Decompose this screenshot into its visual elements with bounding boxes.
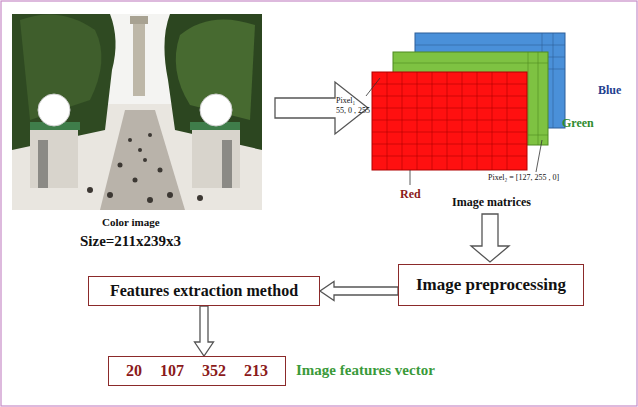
box-text: 20 107 352 213 bbox=[126, 362, 268, 380]
pixel-label: Pixel₂ = [127, 255 , 0] bbox=[488, 174, 559, 183]
image-caption: Color image bbox=[102, 216, 160, 228]
campus-photo bbox=[12, 14, 262, 210]
process-box: Image preprocessing bbox=[398, 264, 584, 306]
box-text: Features extraction method bbox=[110, 282, 298, 300]
feature-vector-box: 20 107 352 213 bbox=[108, 356, 286, 386]
flow-arrow bbox=[320, 282, 398, 301]
flow-arrow bbox=[471, 214, 509, 262]
process-box: Features extraction method bbox=[88, 276, 320, 306]
rgb-matrices bbox=[366, 33, 565, 185]
flow-arrow bbox=[195, 306, 214, 356]
pixel-value: 55, 0 , 255 bbox=[336, 107, 370, 116]
channel-label: Blue bbox=[598, 84, 621, 97]
section-title: Image matrices bbox=[452, 196, 531, 209]
box-text: Image preprocessing bbox=[416, 275, 566, 295]
size-label: Size=211x239x3 bbox=[80, 233, 181, 250]
vector-label: Image features vector bbox=[296, 362, 435, 379]
pixel-label: Pixel₁ bbox=[336, 97, 355, 106]
channel-label: Green bbox=[562, 117, 594, 130]
channel-label: Red bbox=[400, 188, 421, 201]
